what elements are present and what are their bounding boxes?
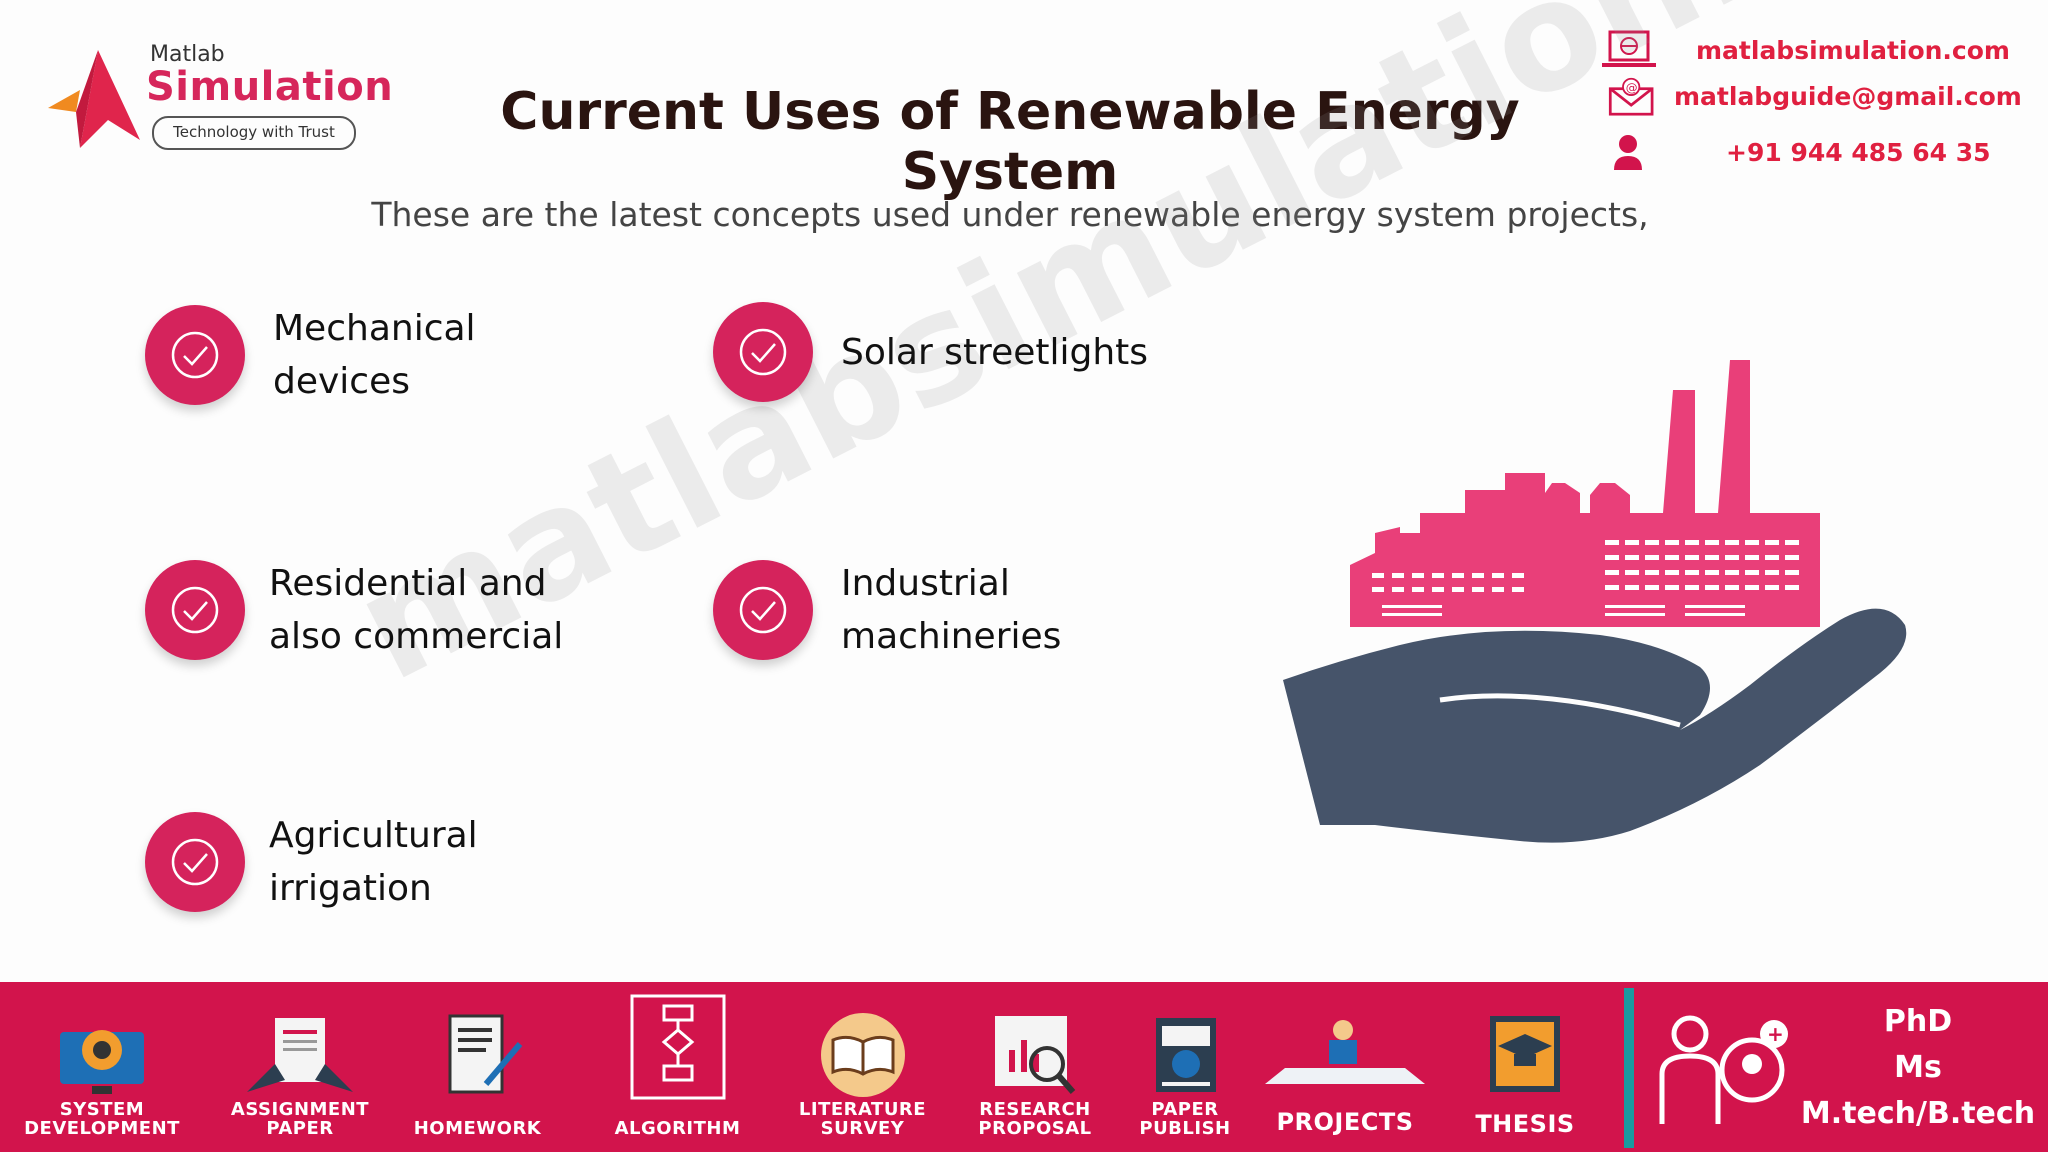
factory-icon	[1350, 360, 1820, 627]
banner-divider	[1624, 988, 1634, 1148]
flowchart-icon	[630, 994, 725, 1100]
check-circle-icon	[145, 305, 245, 405]
logo-name: Simulation	[146, 64, 394, 110]
banner-item-thesis[interactable]: THESIS	[1445, 982, 1605, 1152]
banner-label: LITERATURE SURVEY	[798, 1099, 927, 1139]
check-circle-icon	[145, 560, 245, 660]
contact-email[interactable]: @ matlabguide@gmail.com	[1604, 76, 2022, 116]
check-circle-icon	[713, 560, 813, 660]
degree-list: PhD Ms M.tech/B.tech	[1788, 982, 2048, 1152]
hand-icon	[1283, 608, 1907, 843]
banner-label: THESIS	[1475, 1110, 1575, 1138]
item-label: Solar streetlights	[841, 331, 1149, 373]
item-label: Mechanical devices	[273, 308, 476, 402]
research-icon	[995, 1016, 1076, 1094]
publish-icon	[1156, 1018, 1216, 1092]
banner-label: PROJECTS	[1276, 1108, 1414, 1136]
contact-website[interactable]: matlabsimulation.com	[1600, 30, 2010, 70]
banner-item-projects[interactable]: PROJECTS	[1255, 982, 1435, 1152]
contact-phone[interactable]: +91 944 485 64 35	[1608, 132, 1991, 172]
banner-item-system-development[interactable]: SYSTEM DEVELOPMENT	[12, 982, 192, 1152]
banner-label: ASSIGNMENT PAPER	[230, 1099, 370, 1139]
check-circle-icon	[145, 812, 245, 912]
list-item-agricultural: Agricultural irrigation	[145, 809, 499, 915]
phone-text[interactable]: +91 944 485 64 35	[1726, 137, 1991, 167]
list-item-solar: Solar streetlights	[713, 302, 1181, 402]
email-text[interactable]: matlabguide@gmail.com	[1674, 81, 2022, 111]
brand-logo[interactable]: Matlab Simulation Technology with Trust	[40, 42, 393, 162]
svg-text:+: +	[1767, 1022, 1784, 1046]
page-subtitle: These are the latest concepts used under…	[371, 195, 1649, 234]
list-item-industrial: Industrial machineries	[713, 557, 1071, 663]
banner-label: SYSTEM DEVELOPMENT	[24, 1099, 180, 1139]
services-banner: SYSTEM DEVELOPMENT ASSIGNMENT PAPER HOME…	[0, 982, 2048, 1152]
banner-item-literature-survey[interactable]: LITERATURE SURVEY	[780, 982, 945, 1152]
banner-item-assignment-paper[interactable]: ASSIGNMENT PAPER	[210, 982, 390, 1152]
computer-globe-icon	[1602, 30, 1656, 67]
degree-mtech-btech: M.tech/B.tech	[1800, 1096, 2036, 1131]
logo-top-text: Matlab	[150, 42, 225, 67]
monitor-gear-icon	[60, 1030, 144, 1094]
thesis-icon	[1490, 1016, 1560, 1092]
banner-item-research-proposal[interactable]: RESEARCH PROPOSAL	[955, 982, 1115, 1152]
doctor-icon: +	[1659, 1015, 1788, 1124]
item-label: Agricultural irrigation	[269, 815, 478, 909]
document-hands-icon	[247, 1018, 353, 1092]
degree-phd: PhD	[1883, 1004, 1953, 1039]
banner-item-homework[interactable]: HOMEWORK	[395, 982, 560, 1152]
degree-ms: Ms	[1894, 1050, 1942, 1085]
website-text[interactable]: matlabsimulation.com	[1696, 35, 2010, 65]
banner-item-algorithm[interactable]: ALGORITHM	[590, 982, 765, 1152]
banner-label: HOMEWORK	[413, 1118, 542, 1139]
list-item-mechanical: Mechanical devices	[145, 302, 483, 408]
banner-label: ALGORITHM	[614, 1118, 741, 1139]
mail-icon: @	[1608, 77, 1654, 116]
book-icon	[820, 1013, 905, 1097]
banner-label: PAPER PUBLISH	[1139, 1099, 1231, 1139]
page-title: Current Uses of Renewable Energy System	[500, 82, 1520, 202]
item-label: Residential and also commercial	[269, 563, 564, 657]
logo-mark-icon	[48, 50, 140, 148]
factory-hand-illustration	[1283, 360, 1907, 843]
banner-label: RESEARCH PROPOSAL	[978, 1099, 1092, 1139]
list-item-residential: Residential and also commercial	[145, 557, 569, 663]
projects-icon	[1265, 1020, 1425, 1084]
logo-tagline: Technology with Trust	[152, 116, 356, 150]
support-agent-icon	[1614, 135, 1642, 170]
item-label: Industrial machineries	[841, 563, 1062, 657]
banner-item-paper-publish[interactable]: PAPER PUBLISH	[1110, 982, 1260, 1152]
homework-icon	[448, 1014, 522, 1094]
check-circle-icon	[713, 302, 813, 402]
svg-text:@: @	[1626, 80, 1638, 94]
